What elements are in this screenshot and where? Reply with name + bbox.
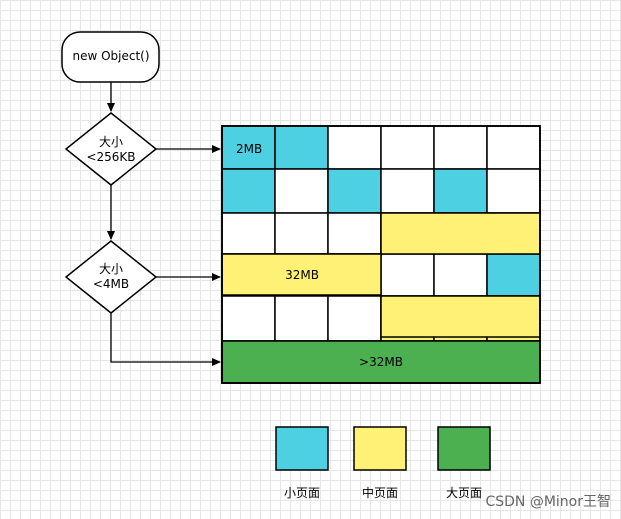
page-cell-small bbox=[486, 253, 541, 297]
legend-medium-label: 中页面 bbox=[361, 486, 399, 500]
page-cell-small bbox=[433, 168, 488, 214]
page-cell-empty bbox=[327, 125, 382, 170]
page-cell-small bbox=[274, 125, 329, 170]
page-cell-empty bbox=[274, 168, 329, 214]
page-cell-empty bbox=[221, 295, 276, 342]
watermark: CSDN @Minor王智 bbox=[485, 494, 611, 510]
decision2-label-line1: 大小 bbox=[98, 262, 124, 276]
page-cell-empty bbox=[433, 253, 488, 297]
legend-small-label: 小页面 bbox=[283, 486, 321, 500]
page-cell-empty bbox=[380, 253, 435, 297]
page-cell-empty bbox=[486, 168, 541, 214]
page-cell-small bbox=[327, 168, 382, 214]
page-cell-small bbox=[221, 168, 276, 214]
legend-medium-swatch bbox=[353, 426, 407, 471]
label-2mb: 2MB bbox=[236, 142, 263, 156]
decision1-label-line1: 大小 bbox=[98, 135, 124, 149]
medium-page-row4 bbox=[221, 253, 382, 296]
page-cell-empty bbox=[274, 295, 329, 342]
merged-pages bbox=[221, 212, 541, 384]
arrow-to-large-page bbox=[110, 313, 221, 366]
page-cell-empty bbox=[380, 125, 435, 170]
legend-small-swatch bbox=[275, 426, 329, 471]
page-cell-empty bbox=[327, 295, 382, 342]
page-cell-empty bbox=[327, 212, 382, 255]
start-label: new Object() bbox=[72, 49, 150, 63]
legend-large-swatch bbox=[437, 426, 491, 471]
label-gt32mb: >32MB bbox=[359, 355, 403, 369]
medium-page-row5 bbox=[380, 295, 541, 338]
page-grid-border bbox=[221, 125, 541, 384]
decision2-label-line2: <4MB bbox=[92, 277, 130, 291]
page-cell-empty bbox=[433, 125, 488, 170]
medium-page-row3 bbox=[380, 212, 541, 255]
label-32mb: 32MB bbox=[285, 268, 319, 282]
page-cell-empty bbox=[380, 168, 435, 214]
legend-large-label: 大页面 bbox=[445, 486, 483, 500]
decision1-label-line2: <256KB bbox=[86, 150, 136, 164]
page-cell-empty bbox=[486, 125, 541, 170]
page-cell-empty bbox=[221, 212, 276, 255]
page-cell-empty bbox=[274, 212, 329, 255]
